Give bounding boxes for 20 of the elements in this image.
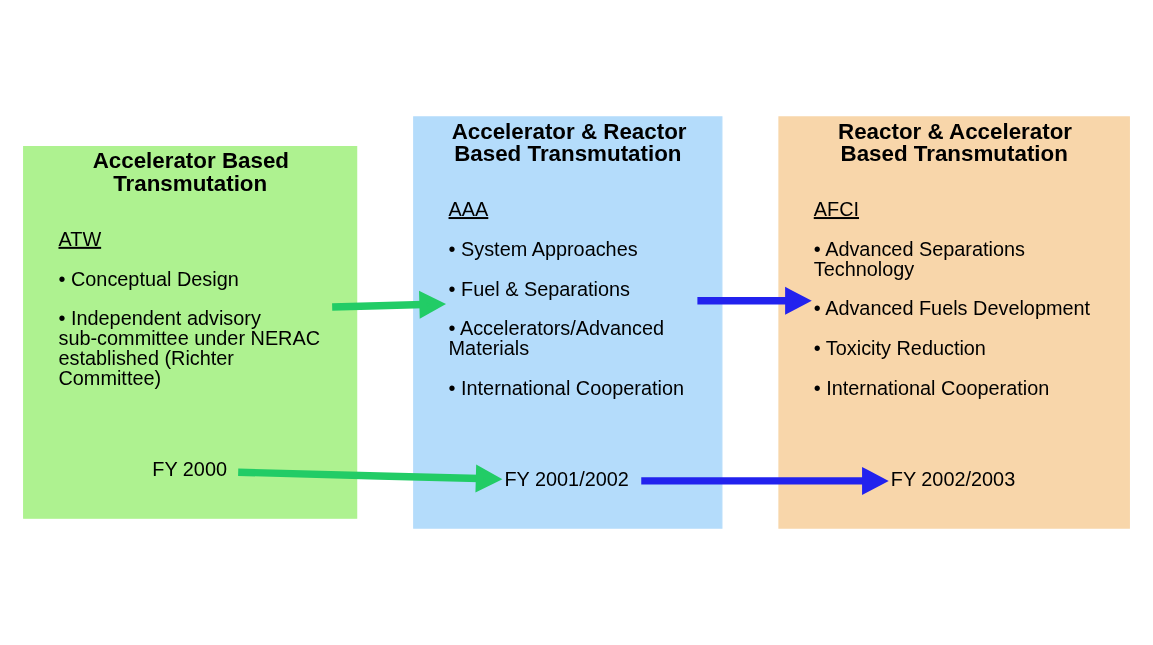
node-label: • Toxicity Reduction (813, 337, 986, 360)
arrow (332, 290, 446, 319)
node-label: • Independent advisory sub-committee under NERAC established (Richter Committee) (58, 307, 321, 389)
node-text: ATW (58, 227, 102, 250)
node-text: FY 2000 (152, 457, 227, 480)
node-label: • Advanced Fuels Development (813, 297, 1091, 320)
node-label: • International Cooperation (448, 376, 685, 399)
node-label: • Fuel & Separations (448, 277, 630, 300)
node-label: • Accelerators/Advanced Materials (448, 317, 665, 360)
node-label: • Conceptual Design (58, 267, 239, 290)
node-text: AFCI (813, 198, 860, 221)
arrow (697, 286, 812, 315)
node-text: FY 2001/2002 (504, 467, 629, 490)
node-label: • Advanced Separations Technology (813, 237, 1025, 280)
node-label: • System Approaches (448, 237, 638, 260)
arrow (641, 466, 889, 495)
node-label: • International Cooperation (813, 376, 1050, 399)
node-text: FY 2002/2003 (890, 467, 1016, 490)
arrow (238, 464, 503, 493)
node-text: AAA (448, 198, 489, 221)
